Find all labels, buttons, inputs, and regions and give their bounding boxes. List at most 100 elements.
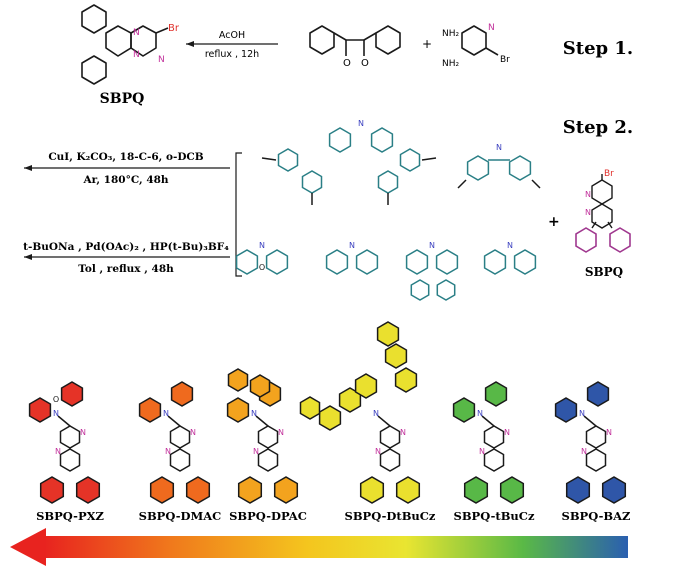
product-phenyl-left — [39, 476, 65, 504]
product-phenyl-right — [273, 476, 299, 504]
product-donor-ring — [318, 405, 342, 431]
product-phenyl-right — [601, 476, 627, 504]
dpac-ring-left — [405, 249, 429, 275]
product-pyridine-ring — [169, 425, 191, 449]
product-pyridine-ring — [59, 425, 81, 449]
product-pyridine-ring — [483, 425, 505, 449]
product-donor-ring — [299, 396, 321, 420]
product-n-atom: N — [278, 428, 284, 437]
product-donor-ring — [452, 397, 476, 423]
step1-conditions: reflux , 12h — [205, 49, 259, 60]
product-label: SBPQ-tBuCz — [454, 509, 535, 523]
dtbucz-core-left — [328, 127, 352, 153]
sbpq-step2-br: Br — [604, 169, 614, 179]
product-donor-ring — [354, 373, 378, 399]
product-n-atom: N — [606, 428, 612, 437]
product-phenyl-left — [237, 476, 263, 504]
product-donor-ring — [586, 381, 610, 407]
diamine-nh2-a: NH₂ — [442, 29, 460, 39]
dpac-phenyl-b — [436, 279, 456, 301]
pxz-o-atom: O — [259, 263, 265, 272]
route-a-line2: Ar, 180°C, 48h — [82, 174, 168, 186]
product-donor-bond — [167, 415, 181, 427]
product-pyrazine-ring — [59, 448, 81, 472]
product-phenyl-right — [185, 476, 211, 504]
product-n-atom: N — [581, 447, 587, 456]
sbpq-step2-label: SBPQ — [585, 265, 623, 279]
product-donor-bond — [57, 415, 71, 427]
product-phenyl-right — [395, 476, 421, 504]
dtbucz-core-right — [370, 127, 394, 153]
diaminopyridine-structure — [461, 25, 499, 56]
product-donor-bond — [583, 415, 597, 427]
tbucz-tbu-right — [531, 179, 541, 189]
gradient-arrow — [10, 528, 628, 566]
step2-label: Step 2. — [563, 117, 633, 138]
product-pyridine-ring — [257, 425, 279, 449]
product-n-atom: N — [80, 428, 86, 437]
sbpq-step2-structure — [575, 174, 631, 253]
baz-n-atom: N — [507, 241, 513, 250]
product-n-atom: N — [55, 447, 61, 456]
pxz-ring-left — [235, 249, 259, 275]
route-b-line2: Tol , reflux , 48h — [78, 263, 174, 275]
product-donor-n: N — [477, 409, 483, 418]
product-phenyl-right — [75, 476, 101, 504]
product-pyrazine-ring — [169, 448, 191, 472]
product-n-atom: N — [165, 447, 171, 456]
benzil-o1: O — [343, 58, 351, 69]
product-donor-ring — [60, 381, 84, 407]
route-a-line1: CuI, K₂CO₃, 18-C-6, o-DCB — [48, 151, 203, 163]
product-phenyl-left — [359, 476, 385, 504]
sbpq-br: Br — [168, 23, 180, 34]
product-donor-ring — [226, 397, 250, 423]
product-n-atom: N — [400, 428, 406, 437]
sbpq-n1: N — [133, 28, 140, 38]
product-donor-ring — [376, 321, 400, 347]
tbucz-n-atom: N — [496, 143, 502, 152]
product-donor-ring — [484, 381, 508, 407]
product-donor-n: N — [579, 409, 585, 418]
route-b-line1: t-BuONa , Pd(OAc)₂ , HP(t-Bu)₃BF₄ — [23, 241, 229, 253]
dpac-n-atom: N — [429, 241, 435, 250]
sbpq-n2: N — [133, 50, 140, 60]
product-pyridine-ring — [379, 425, 401, 449]
product-pyrazine-ring — [257, 448, 279, 472]
tbucz-ring-left — [466, 155, 490, 181]
product-donor-ring — [394, 367, 418, 393]
product-pyrazine-ring — [379, 448, 401, 472]
product-row: NNNOSBPQ-PXZNNNSBPQ-DMACNNNSBPQ-DPACNNNS… — [28, 321, 630, 523]
baz-ring-right — [513, 249, 537, 275]
product-label: SBPQ-PXZ — [36, 509, 104, 523]
product-donor-ring — [28, 397, 52, 423]
diamine-br: Br — [500, 55, 510, 65]
dtbucz-core-n: N — [358, 119, 364, 128]
step2-bracket — [235, 152, 242, 277]
baz-ring-left — [483, 249, 507, 275]
product-label: SBPQ-DPAC — [229, 509, 307, 523]
product-n-atom: N — [190, 428, 196, 437]
diamine-nh2-b: NH₂ — [442, 59, 460, 69]
dtbucz-arm-right-a — [399, 148, 421, 172]
product-n-atom: N — [504, 428, 510, 437]
sbpq-product-structure — [81, 4, 169, 85]
dpac-ring-right — [435, 249, 459, 275]
product-pyrazine-ring — [483, 448, 505, 472]
dtbucz-tbu-a — [261, 157, 277, 161]
tbucz-tbu-left — [457, 179, 467, 189]
pxz-n-atom: N — [259, 241, 265, 250]
product-phenyl-left — [463, 476, 489, 504]
dmac-ring-right — [355, 249, 379, 275]
dtbucz-arm-left-b — [301, 170, 323, 194]
dtbucz-arm-left-a — [277, 148, 299, 172]
step1-label: Step 1. — [563, 38, 633, 59]
product-donor-ring — [138, 397, 162, 423]
step1-plus: + — [422, 37, 432, 51]
product-label: SBPQ-DMAC — [139, 509, 222, 523]
route-b-arrowhead — [24, 254, 32, 260]
